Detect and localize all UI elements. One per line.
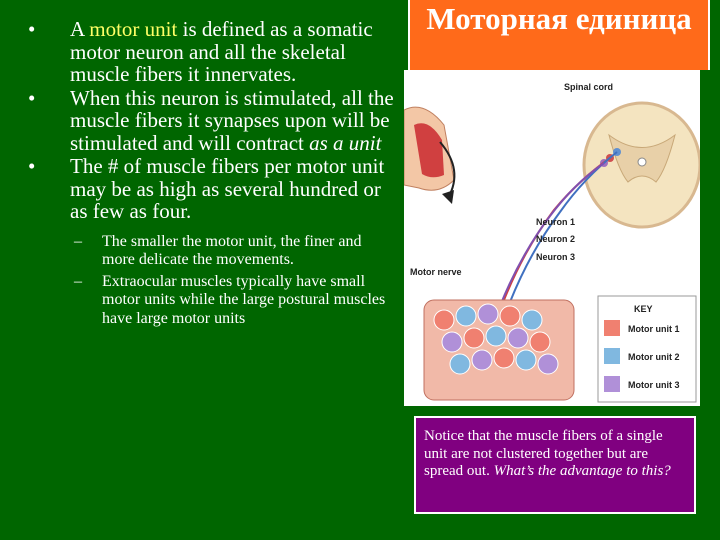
- motor-unit-diagram: Spinal cord Neuron 1 Neuron 2 Neuron 3 M…: [404, 70, 700, 406]
- slide-title-text: Моторная единица: [426, 1, 692, 36]
- spinal-cord-label: Spinal cord: [564, 82, 613, 92]
- nerve-fibers-icon: [499, 151, 618, 307]
- sub-bullet-item: – Extraocular muscles typically have sma…: [22, 273, 394, 328]
- bullet-item: • When this neuron is stimulated, all th…: [22, 85, 394, 155]
- arm-icon: [404, 106, 455, 191]
- bullet-text: The # of muscle fibers per motor unit ma…: [70, 154, 385, 223]
- neuron-1-label: Neuron 1: [536, 217, 575, 227]
- key-swatch-1: [604, 320, 620, 336]
- sub-bullet-item: – The smaller the motor unit, the finer …: [22, 233, 394, 270]
- key-swatch-2: [604, 348, 620, 364]
- arrowhead-icon: [442, 190, 454, 204]
- dash-icon: –: [74, 232, 82, 250]
- neuron-2-label: Neuron 2: [536, 234, 575, 244]
- legend-key: KEY Motor unit 1 Motor unit 2 Motor unit…: [597, 295, 697, 403]
- bullet-text: A: [70, 17, 90, 41]
- key-label-3: Motor unit 3: [628, 380, 680, 390]
- bullet-italic: as a unit: [309, 130, 382, 155]
- slide-title: Моторная единица: [408, 0, 710, 70]
- bullet-text: is defined as a somatic motor neuron and…: [70, 17, 373, 86]
- sub-bullet-list: – The smaller the motor unit, the finer …: [22, 233, 394, 328]
- bullet-text: When this neuron is stimulated, all the …: [70, 85, 394, 155]
- bullet-highlight: motor unit: [89, 17, 178, 41]
- note-box: Notice that the muscle fibers of a singl…: [414, 416, 696, 514]
- key-title: KEY: [634, 304, 653, 314]
- motor-nerve-label: Motor nerve: [410, 267, 462, 277]
- dash-icon: –: [74, 273, 82, 291]
- bullet-item: • The # of muscle fibers per motor unit …: [22, 155, 394, 223]
- bullet-dot-icon: •: [28, 154, 36, 178]
- note-question: What’s the advantage to this?: [493, 463, 671, 479]
- note-text: Notice that the muscle fibers of a singl…: [424, 428, 663, 479]
- key-label-1: Motor unit 1: [628, 324, 680, 334]
- sub-bullet-text: Extraocular muscles typically have small…: [102, 273, 386, 327]
- neuron-3-label: Neuron 3: [536, 252, 575, 262]
- bullet-dot-icon: •: [28, 17, 36, 41]
- key-swatch-3: [604, 376, 620, 392]
- diagram-svg: Spinal cord Neuron 1 Neuron 2 Neuron 3 M…: [404, 82, 700, 403]
- bullet-list: • A motor unit is defined as a somatic m…: [22, 18, 394, 332]
- bullet-item: • A motor unit is defined as a somatic m…: [22, 18, 394, 86]
- key-label-2: Motor unit 2: [628, 352, 680, 362]
- muscle-fiber-bundle-icon: [423, 299, 575, 401]
- bullet-dot-icon: •: [28, 85, 36, 110]
- sub-bullet-text: The smaller the motor unit, the finer an…: [102, 232, 362, 268]
